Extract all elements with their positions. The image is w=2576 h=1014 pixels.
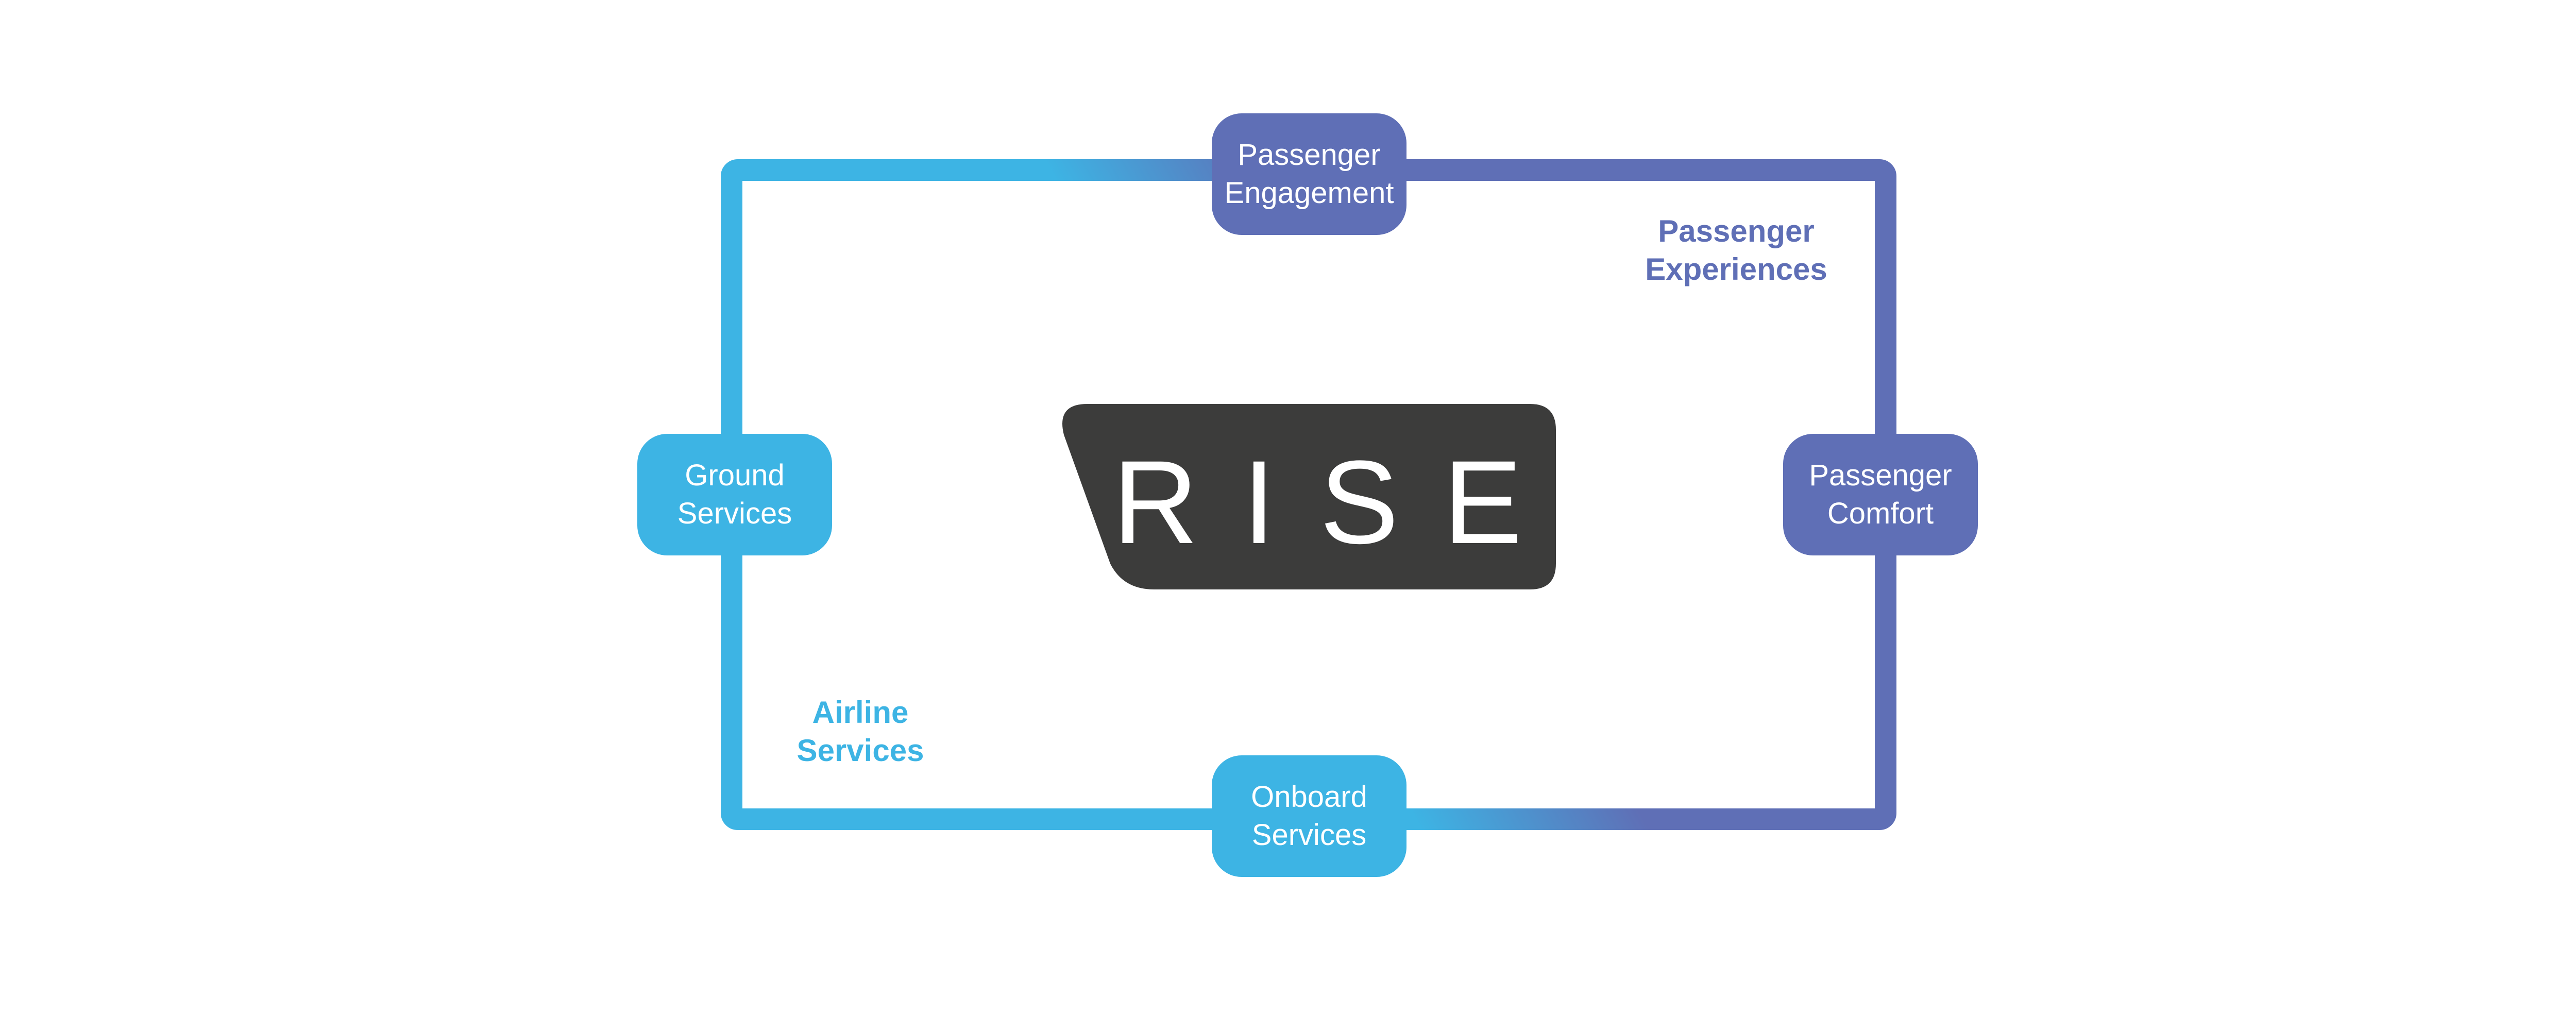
node-label-line: Services — [1251, 818, 1367, 852]
node-ground-services: Ground Services — [637, 434, 832, 555]
node-label-line: Onboard — [1251, 780, 1367, 814]
region-label-line: Airline — [812, 695, 909, 730]
region-label-line: Services — [796, 733, 924, 768]
node-label-line: Passenger — [1238, 138, 1381, 172]
node-passenger-engagement: Passenger Engagement — [1212, 113, 1406, 235]
node-passenger-comfort: Passenger Comfort — [1783, 434, 1978, 555]
region-label-line: Passenger — [1658, 214, 1815, 248]
rise-logo: RISE — [1062, 404, 1556, 589]
node-label-line: Comfort — [1827, 497, 1934, 530]
node-onboard-services: Onboard Services — [1212, 755, 1406, 877]
region-label-passenger-experiences: Passenger Experiences — [1613, 212, 1860, 289]
logo-text: RISE — [1113, 436, 1556, 568]
logo-badge-shape — [1062, 404, 1556, 589]
node-label-line: Services — [677, 497, 792, 530]
region-label-airline-services: Airline Services — [752, 694, 969, 770]
node-label-line: Ground — [685, 459, 785, 492]
region-label-line: Experiences — [1645, 252, 1827, 286]
node-label-line: Engagement — [1224, 176, 1394, 210]
node-label-line: Passenger — [1809, 459, 1952, 492]
